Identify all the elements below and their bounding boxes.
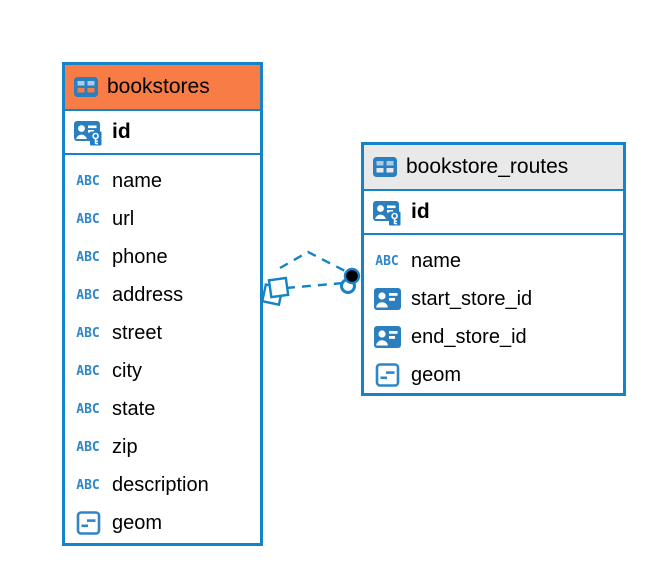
column-name: name: [411, 249, 462, 272]
reference-type-icon: [371, 288, 403, 310]
column-name: address: [112, 283, 184, 306]
column-row[interactable]: end_store_id: [364, 318, 623, 356]
column-row[interactable]: ABC name: [364, 242, 623, 280]
column-name: phone: [112, 245, 168, 268]
text-type-icon: ABC: [76, 439, 100, 455]
text-type-icon: ABC: [76, 211, 100, 227]
relationship-line-lower[interactable]: [285, 281, 345, 290]
geometry-type-icon: [72, 511, 104, 535]
text-type-icon: ABC: [76, 363, 100, 379]
column-name: id: [411, 200, 430, 223]
column-name: end_store_id: [411, 325, 527, 348]
table-title: bookstores: [107, 75, 210, 98]
table-bookstore-routes[interactable]: bookstore_routes id: [361, 142, 626, 396]
primary-key-icon: [371, 199, 403, 226]
table-title: bookstore_routes: [406, 155, 569, 178]
text-type-icon: ABC: [76, 477, 100, 493]
column-name: start_store_id: [411, 287, 533, 310]
text-type-icon: ABC: [76, 249, 100, 265]
column-list: ABC name start_store_id: [364, 235, 623, 394]
table-icon: [373, 157, 397, 177]
target-marker-dots[interactable]: [340, 267, 361, 294]
relationship-bookstores-routes: [260, 250, 361, 307]
column-name: city: [112, 359, 142, 382]
column-name: geom: [112, 511, 163, 534]
column-row[interactable]: ABC city: [65, 352, 260, 390]
column-name: description: [112, 473, 209, 496]
text-type-icon: ABC: [76, 287, 100, 303]
text-type-icon: ABC: [76, 173, 100, 189]
column-row[interactable]: ABC address: [65, 276, 260, 314]
column-row[interactable]: ABC street: [65, 314, 260, 352]
table-header-bookstores[interactable]: bookstores: [65, 65, 260, 111]
column-name: geom: [411, 363, 462, 386]
relationship-line-upper[interactable]: [279, 250, 350, 275]
text-type-icon: ABC: [76, 401, 100, 417]
primary-key-icon: [72, 119, 104, 146]
table-header-bookstore-routes[interactable]: bookstore_routes: [364, 145, 623, 191]
column-list: ABC name ABC url ABC phone ABC address A…: [65, 155, 260, 542]
reference-type-icon: [371, 326, 403, 348]
column-row[interactable]: ABC phone: [65, 238, 260, 276]
column-row[interactable]: ABC description: [65, 466, 260, 504]
column-name: street: [112, 321, 163, 344]
table-bookstores[interactable]: bookstores id ABC: [62, 62, 263, 546]
column-name: name: [112, 169, 163, 192]
column-row[interactable]: ABC url: [65, 200, 260, 238]
column-name: id: [112, 120, 131, 143]
geometry-type-icon: [371, 363, 403, 387]
column-row[interactable]: ABC state: [65, 390, 260, 428]
column-name: url: [112, 207, 135, 230]
column-row[interactable]: ABC name: [65, 162, 260, 200]
text-type-icon: ABC: [375, 253, 399, 269]
table-icon: [74, 77, 98, 97]
column-row[interactable]: geom: [364, 356, 623, 394]
column-name: zip: [112, 435, 138, 458]
column-row-id[interactable]: id: [65, 111, 260, 155]
column-name: state: [112, 397, 156, 420]
column-row[interactable]: ABC zip: [65, 428, 260, 466]
text-type-icon: ABC: [76, 325, 100, 341]
column-row[interactable]: start_store_id: [364, 280, 623, 318]
column-row[interactable]: geom: [65, 504, 260, 542]
column-row-id[interactable]: id: [364, 191, 623, 235]
source-marker-squares[interactable]: [260, 276, 290, 307]
